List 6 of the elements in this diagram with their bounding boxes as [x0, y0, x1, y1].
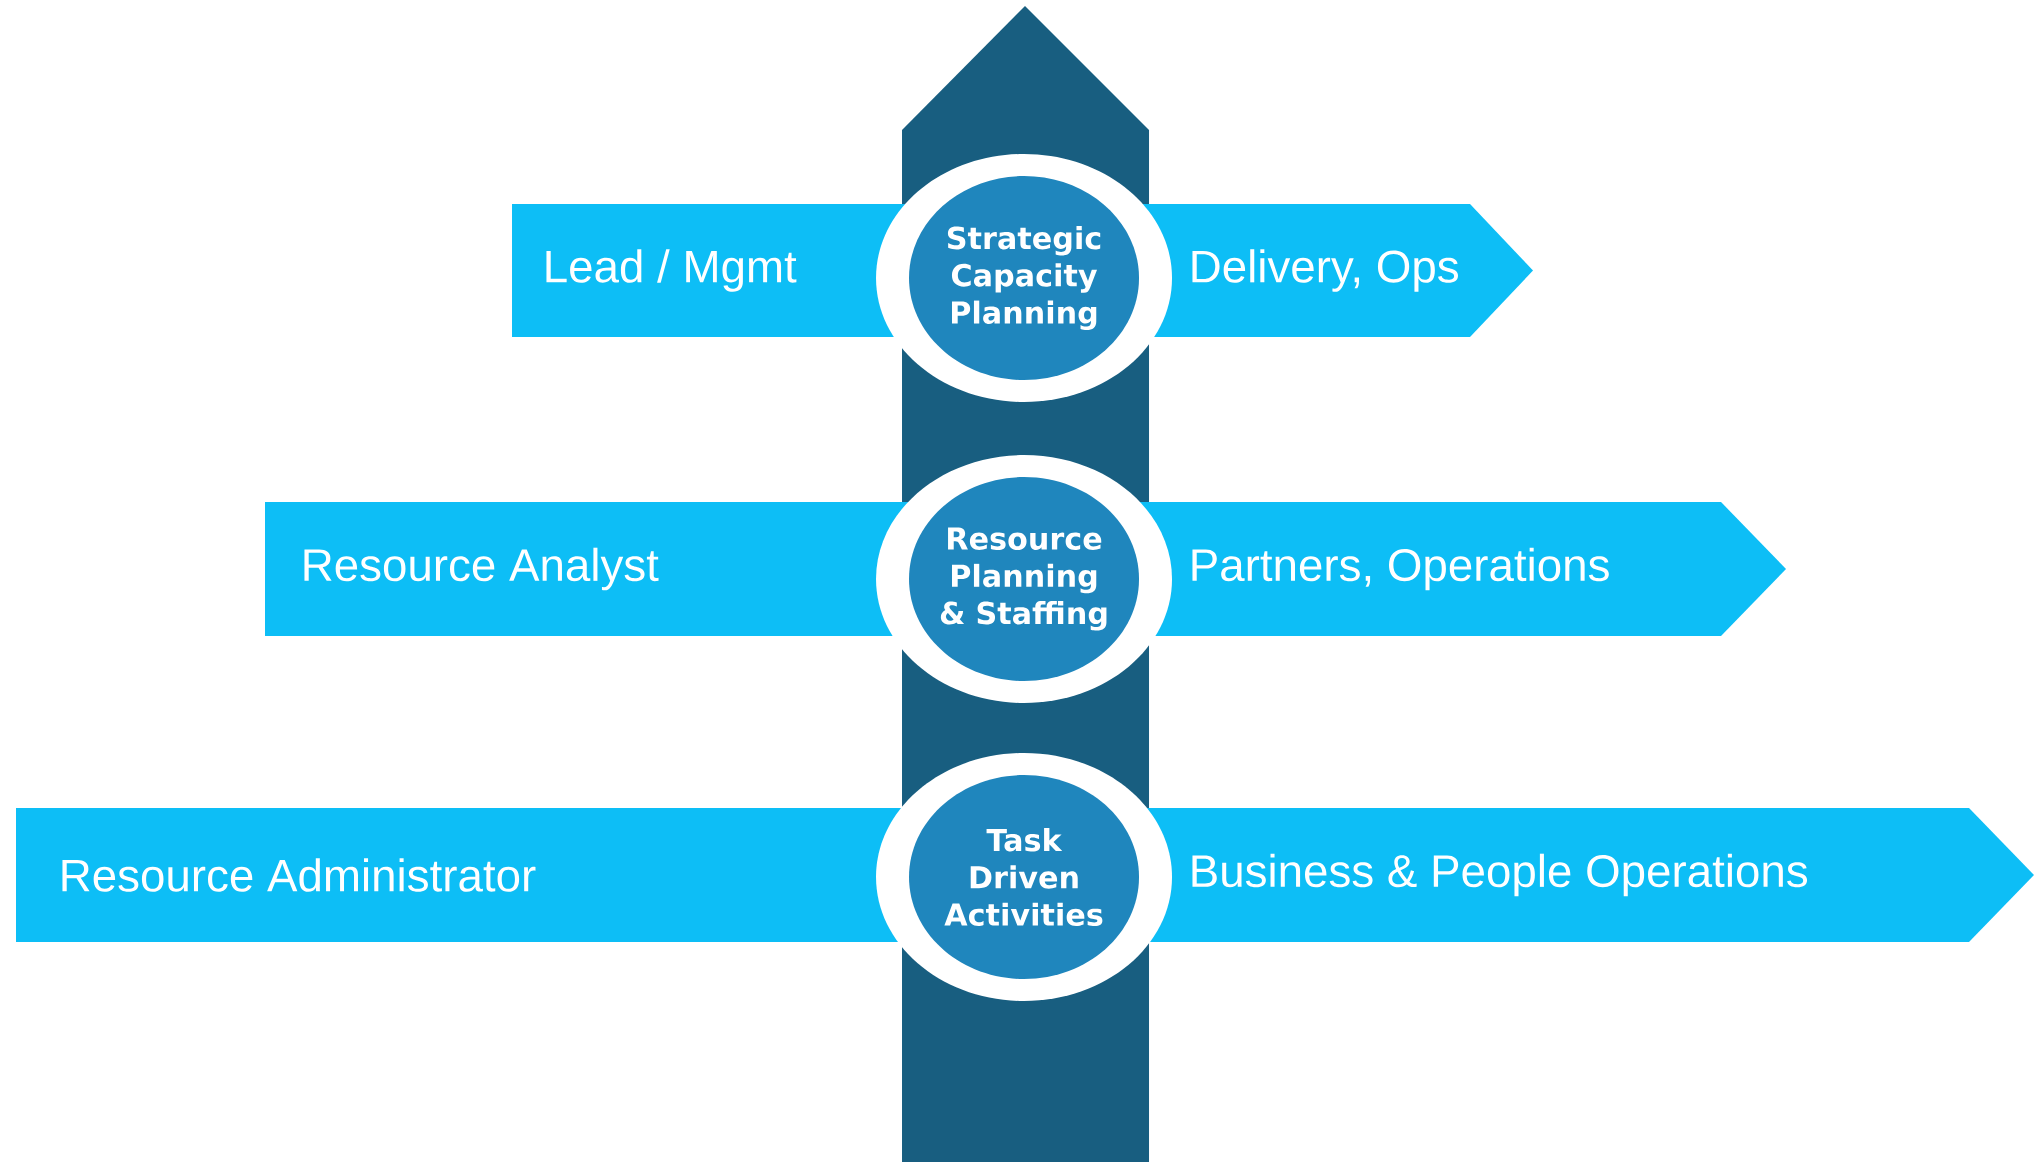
band-label: Partners, Operations — [1192, 547, 1609, 591]
band-label: Business & People Operations — [1192, 853, 1808, 897]
band-label: Resource Analyst — [304, 547, 659, 591]
band-label: Lead / Mgmt — [546, 249, 797, 292]
band-label: Resource Administrator — [62, 858, 536, 892]
band-label: Delivery, Ops — [1192, 249, 1458, 292]
